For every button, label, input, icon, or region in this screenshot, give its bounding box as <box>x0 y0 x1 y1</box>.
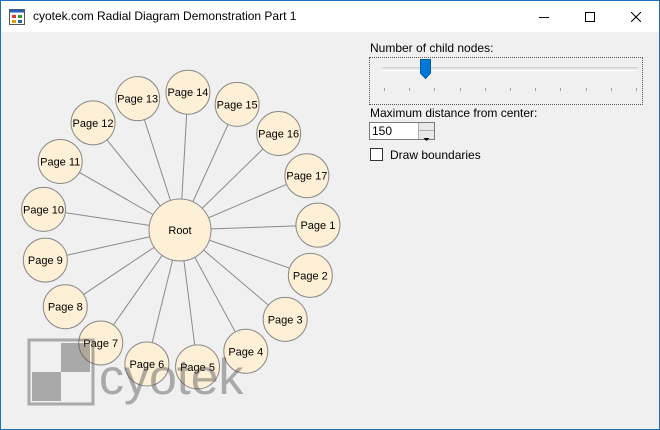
distance-stepper[interactable] <box>369 122 435 141</box>
child-node-label: Page 4 <box>228 346 263 358</box>
child-node-label: Page 5 <box>180 362 215 374</box>
slider-tick <box>510 88 511 91</box>
maximize-icon <box>585 11 595 22</box>
minimize-icon <box>539 16 549 18</box>
child-node-label: Page 1 <box>300 220 335 232</box>
window-title: cyotek.com Radial Diagram Demonstration … <box>33 9 297 23</box>
child-node[interactable] <box>78 320 124 366</box>
child-node[interactable] <box>214 81 260 127</box>
child-node[interactable] <box>124 341 170 387</box>
child-node-label: Page 13 <box>117 94 158 106</box>
child-node[interactable] <box>295 202 341 248</box>
slider-tick <box>636 88 637 91</box>
close-button[interactable] <box>613 1 659 32</box>
minimize-button[interactable] <box>521 1 567 32</box>
child-node-label: Page 12 <box>73 118 114 130</box>
child-nodes-slider[interactable] <box>369 57 643 105</box>
root-node-label: Root <box>168 225 191 237</box>
slider-tick <box>459 88 461 91</box>
child-nodes-label: Number of child nodes: <box>370 41 494 55</box>
child-node[interactable] <box>287 252 333 298</box>
child-node[interactable] <box>223 328 269 374</box>
child-node-label: Page 17 <box>286 171 327 183</box>
cyotek-logo-watermark: cyotek <box>27 338 245 406</box>
maximize-button[interactable] <box>567 1 613 32</box>
child-node-label: Page 3 <box>268 314 303 326</box>
child-node-label: Page 11 <box>40 156 80 168</box>
child-node[interactable] <box>284 153 330 199</box>
slider-tick <box>585 88 587 91</box>
client-area: Page 1 Page 2 Page 3 Page 4 Page 5 Page 6 Page… <box>1 32 659 429</box>
child-node[interactable] <box>115 76 161 122</box>
slider-tick <box>484 88 486 91</box>
child-node-label: Page 2 <box>293 270 328 282</box>
child-node-label: Page 10 <box>23 204 64 216</box>
child-node-label: Page 8 <box>48 302 83 314</box>
distance-input[interactable] <box>370 123 420 139</box>
child-node-label: Page 15 <box>217 99 258 111</box>
title-bar[interactable]: cyotek.com Radial Diagram Demonstration … <box>1 1 659 32</box>
slider-tick <box>434 88 436 91</box>
slider-tick <box>384 88 385 91</box>
slider-track[interactable] <box>382 67 638 71</box>
close-icon <box>631 11 641 22</box>
child-node[interactable] <box>42 284 88 330</box>
slider-tick <box>409 88 411 91</box>
child-node[interactable] <box>21 186 67 232</box>
child-node-label: Page 9 <box>28 255 63 267</box>
slider-tick <box>560 88 562 91</box>
child-node-label: Page 14 <box>167 87 208 99</box>
slider-tick <box>610 88 612 91</box>
radial-diagram[interactable]: Page 1 Page 2 Page 3 Page 4 Page 5 Page 6 Page… <box>1 32 361 429</box>
stepper-up-button[interactable] <box>418 123 434 134</box>
child-node-label: Page 6 <box>129 359 164 371</box>
watermark-text: cyotek <box>99 349 245 405</box>
root-node[interactable] <box>148 198 212 262</box>
child-node[interactable] <box>175 344 221 390</box>
distance-label: Maximum distance from center: <box>370 106 538 120</box>
stepper-down-button[interactable] <box>418 131 434 141</box>
child-node-label: Page 7 <box>83 338 118 350</box>
child-node[interactable] <box>256 111 302 157</box>
draw-boundaries-checkbox[interactable] <box>370 148 383 161</box>
child-node[interactable] <box>262 296 308 342</box>
child-node[interactable] <box>165 69 211 115</box>
child-node[interactable] <box>37 138 83 184</box>
chevron-down-icon <box>423 138 430 141</box>
draw-boundaries-label[interactable]: Draw boundaries <box>390 148 481 162</box>
child-node-label: Page 16 <box>258 129 299 141</box>
slider-thumb[interactable] <box>419 59 431 79</box>
slider-tick <box>535 88 537 91</box>
child-node[interactable] <box>70 100 116 146</box>
child-node[interactable] <box>22 237 68 283</box>
app-icon[interactable] <box>9 9 25 25</box>
